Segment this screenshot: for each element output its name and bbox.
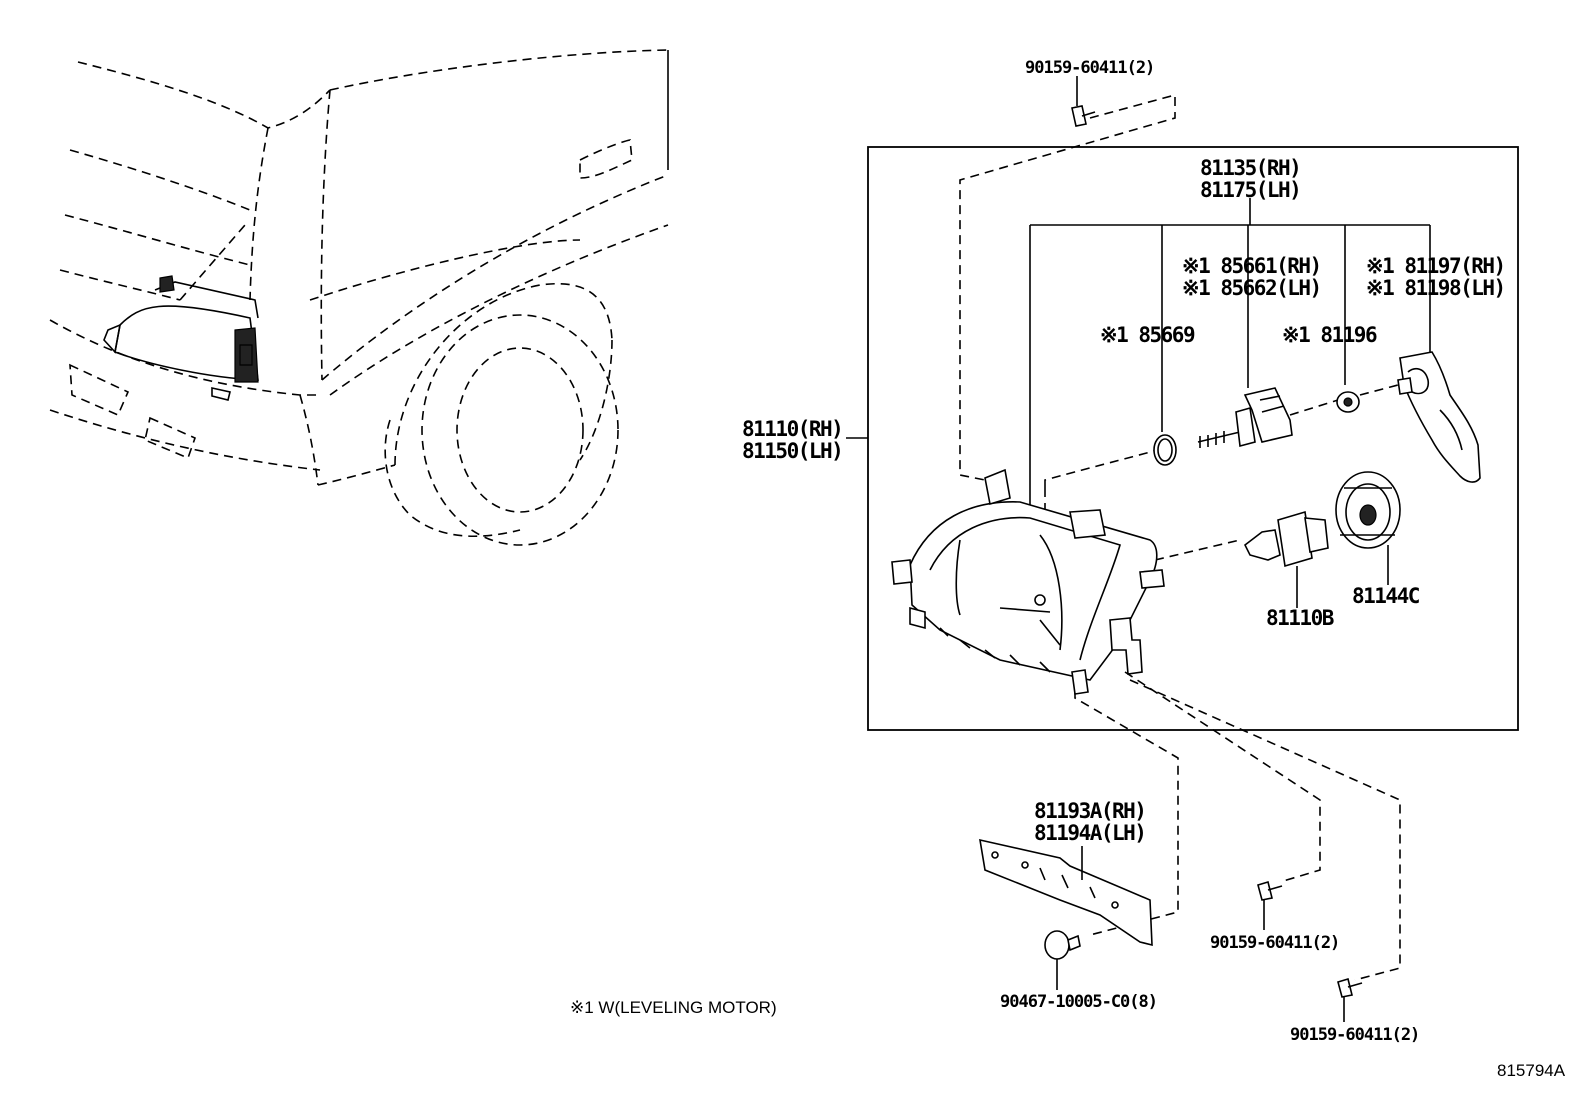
bracket-icon: [979, 838, 1153, 947]
rear-cover-icon: [1397, 351, 1481, 483]
label-bracket-lh: 81194A(LH): [1034, 821, 1145, 845]
label-bolt-mid: 90159-60411(2): [1210, 933, 1339, 953]
label-unit-rh: 81135(RH): [1200, 156, 1300, 180]
bulb-icon: [1243, 510, 1329, 608]
label-unit-lh: 81175(LH): [1200, 178, 1300, 202]
diagram-id: 815794A: [1497, 1061, 1566, 1080]
bolt-icon: [1071, 76, 1096, 127]
label-lamp-rh: 81110(RH): [742, 417, 842, 441]
clip-icon: [1044, 930, 1081, 990]
label-grommet: ※1 81196: [1282, 323, 1377, 347]
label-socket-cover: 81144C: [1352, 584, 1420, 608]
label-lamp-lh: 81150(LH): [742, 439, 842, 463]
label-motor-lh: ※1 85662(LH): [1182, 276, 1321, 300]
label-bolt-bottom: 90159-60411(2): [1290, 1025, 1419, 1045]
leveling-motor-icon: [1197, 387, 1293, 448]
label-cover-rh: ※1 81197(RH): [1366, 254, 1505, 278]
label-bulb: 81110B: [1266, 606, 1334, 630]
bolt-icon: [1257, 880, 1283, 930]
bolt-icon: [1337, 977, 1363, 1022]
headlamp-assembly: [891, 468, 1165, 695]
unit-tree-lines: [846, 198, 1431, 505]
footnote: ※1 W(LEVELING MOTOR): [570, 998, 777, 1017]
label-bolt-top: 90159-60411(2): [1025, 58, 1154, 78]
label-oring: ※1 85669: [1100, 323, 1195, 347]
label-clip: 90467-10005-C0(8): [1000, 992, 1157, 1012]
socket-cover-icon: [1335, 471, 1401, 585]
label-cover-lh: ※1 81198(LH): [1366, 276, 1505, 300]
label-bracket-rh: 81193A(RH): [1034, 799, 1145, 823]
car-front-view: [49, 49, 669, 546]
label-motor-rh: ※1 85661(RH): [1182, 254, 1321, 278]
